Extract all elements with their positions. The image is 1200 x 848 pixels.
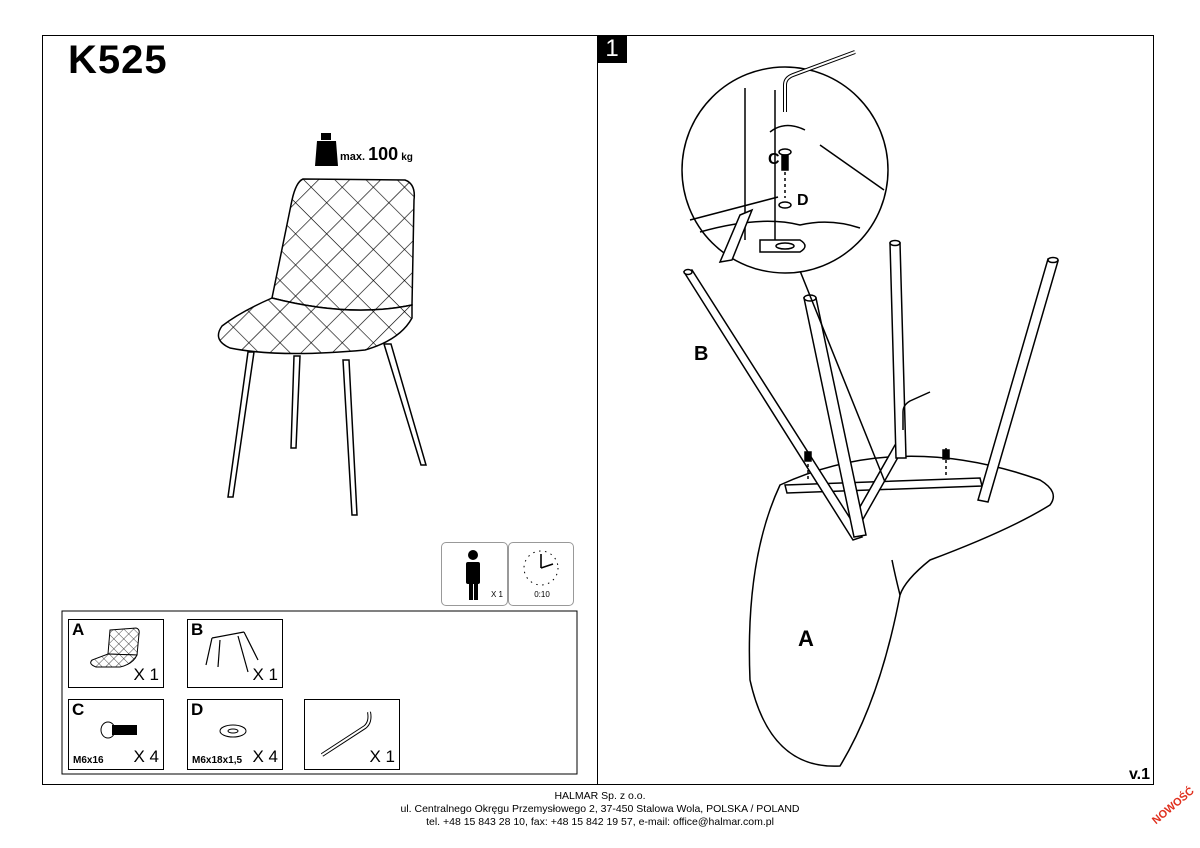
label-c: C [768,151,780,168]
detail-zoom-circle [681,50,889,274]
label-d: D [797,192,809,209]
washer-thumbnail [219,724,247,738]
part-spec: M6x16 [73,755,104,766]
part-c-box: C M6x16 X 4 [68,699,164,770]
part-b-thumbnail [205,631,259,673]
part-d-box: D M6x18x1,5 X 4 [187,699,283,770]
product-code: K525 [68,38,168,82]
company-name: HALMAR Sp. z o.o. [554,790,646,802]
max-weight: max. 100 kg [340,144,413,164]
step-number: 1 [597,35,627,63]
company-contact: tel. +48 15 843 28 10, fax: +48 15 842 1… [426,816,774,828]
chair-illustration [217,178,427,516]
panel-divider [597,35,598,785]
part-qty: X 1 [369,747,395,766]
part-letter: C [72,700,85,719]
label-a: A [798,626,814,651]
part-letter: D [191,700,204,719]
label-b: B [694,343,709,365]
allen-key-thumbnail [320,711,372,757]
persons-card: X 1 [441,542,508,606]
time-card: 0:10 [508,542,574,606]
part-letter: A [72,620,85,639]
parts-list [61,610,578,775]
company-address: ul. Centralnego Okręgu Przemysłowego 2, … [400,803,800,815]
chair-upside-down [682,239,1059,767]
part-qty: X 1 [252,665,278,684]
part-letter: B [191,620,204,639]
clock-icon [523,550,559,586]
person-icon [466,550,480,600]
part-qty: X 1 [133,665,159,684]
part-qty: X 4 [133,747,159,766]
company-footer: HALMAR Sp. z o.o. ul. Centralnego Okręgu… [0,790,1200,829]
screw-thumbnail [100,721,137,739]
version-label: v.1 [1128,766,1150,783]
persons-count: X 1 [490,590,503,599]
part-spec: M6x18x1,5 [192,755,243,766]
part-a-box: A X 1 [68,619,164,688]
assembly-time: 0:10 [534,590,550,599]
part-a-thumbnail [90,627,140,668]
part-qty: X 4 [252,747,278,766]
weight-icon [315,133,338,166]
allen-key-box: X 1 [304,699,400,770]
part-b-box: B X 1 [187,619,283,688]
